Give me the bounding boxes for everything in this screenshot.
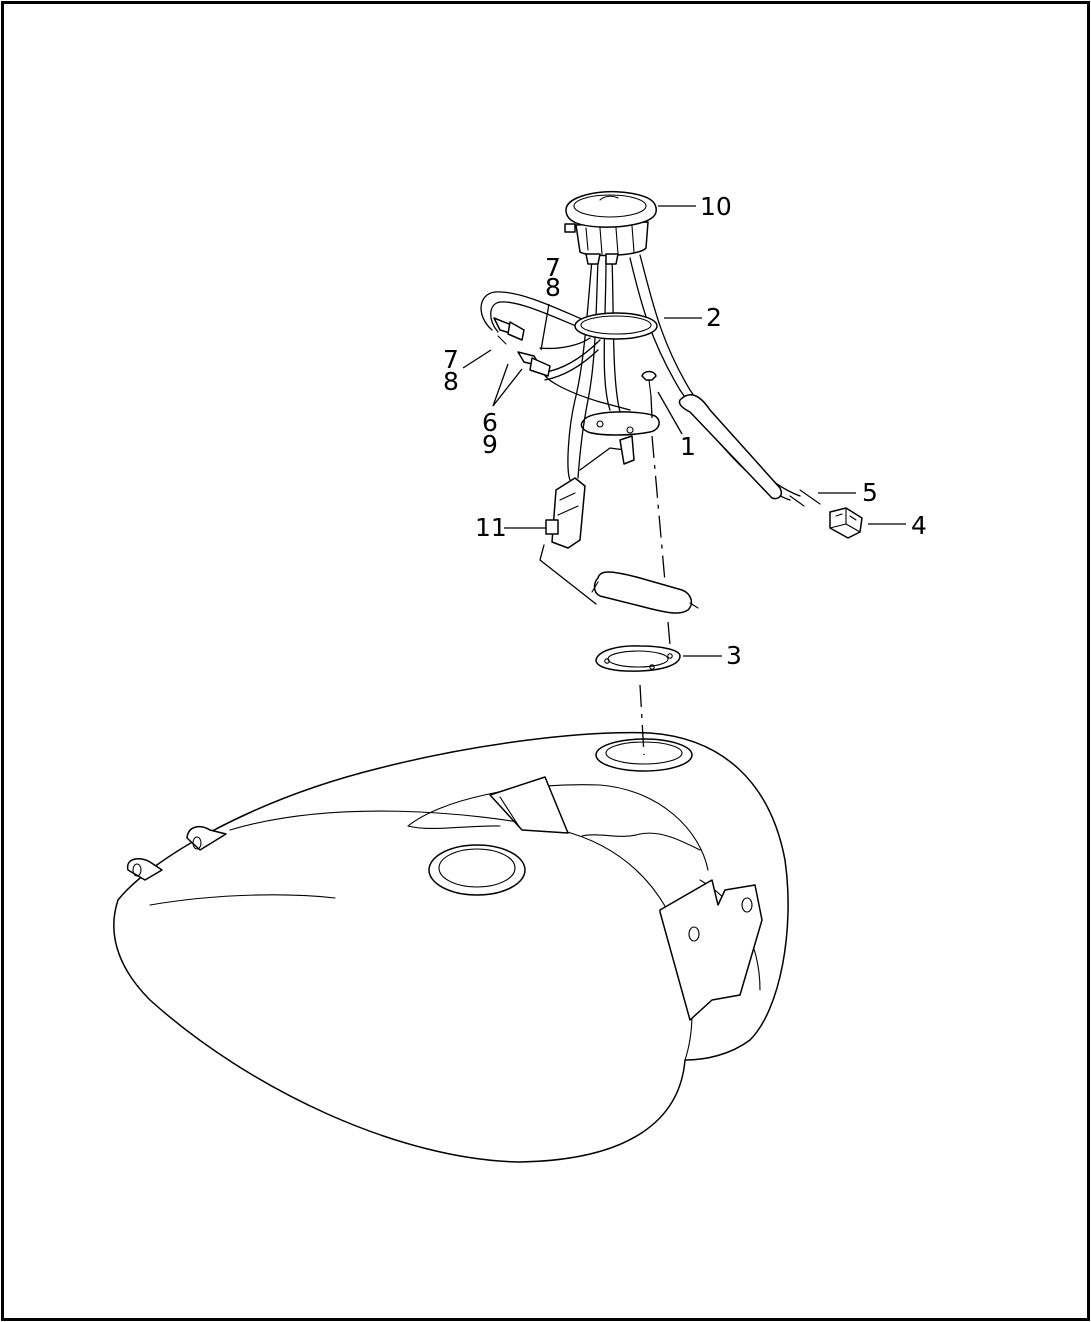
wire-terminal-lower [517, 351, 551, 377]
callout-1: 1 [680, 432, 696, 461]
wire-terminal-upper [493, 317, 525, 345]
wire-harness [480, 254, 821, 507]
callout-7-upper: 7 [545, 253, 561, 282]
fuel-level-float [539, 544, 699, 614]
callout-10: 10 [700, 192, 732, 221]
fuel-pump-cap [564, 190, 657, 265]
assembly-centerline-middle [667, 621, 671, 646]
fuel-tank [113, 731, 789, 1163]
callout-6: 6 [482, 408, 498, 437]
callout-5: 5 [862, 478, 878, 507]
callout-8-upper: 8 [545, 273, 561, 302]
leader-lines [462, 205, 906, 657]
o-ring [574, 312, 658, 340]
pump-bracket-plate [580, 411, 660, 436]
callout-11: 11 [475, 513, 507, 542]
connector-housing [829, 507, 863, 539]
callout-3: 3 [726, 641, 742, 670]
assembly-centerline-lower [639, 684, 645, 756]
callout-7-lower: 7 [443, 345, 459, 374]
assembly-centerline-upper [651, 435, 666, 583]
callout-9: 9 [482, 430, 498, 459]
callout-4: 4 [911, 511, 927, 540]
pump-gasket [595, 645, 681, 672]
screw [641, 370, 657, 397]
fuel-level-sender [545, 435, 635, 549]
callout-8-lower: 8 [443, 367, 459, 396]
callout-2: 2 [706, 303, 722, 332]
